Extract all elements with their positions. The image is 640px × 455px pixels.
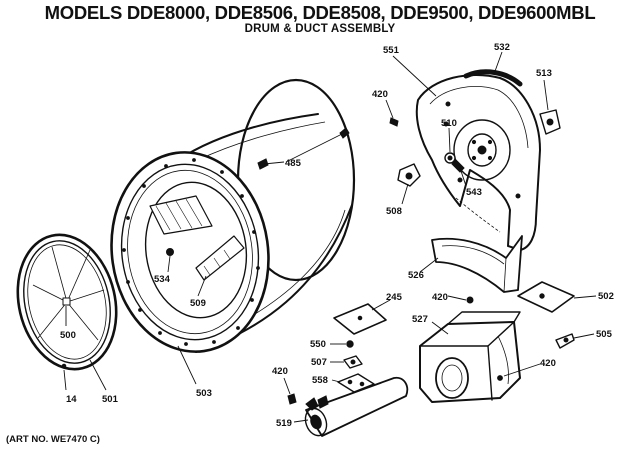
callout-513: 513 (536, 68, 552, 79)
door-seal-ring (16, 233, 118, 371)
diagram-title: MODELS DDE8000, DDE8506, DDE8508, DDE950… (44, 2, 596, 23)
callout-420-mid: 420 (432, 292, 448, 303)
callout-502: 502 (598, 291, 614, 302)
plate-245 (333, 303, 387, 335)
screw-420-bottom (287, 393, 297, 405)
screw-420-mid (466, 296, 474, 304)
clip-505 (555, 333, 575, 349)
duct-526 (431, 235, 523, 293)
callout-420-right: 420 (540, 358, 556, 369)
heater-plate-558 (337, 373, 375, 393)
clip-513 (539, 109, 561, 135)
callout-526: 526 (408, 270, 424, 281)
callout-505: 505 (596, 329, 613, 340)
blower-housing-527 (419, 311, 521, 403)
callout-503: 503 (196, 388, 212, 399)
callout-507: 507 (311, 357, 327, 368)
bracket-502 (517, 281, 575, 313)
screw-550 (346, 340, 354, 348)
callout-509: 509 (190, 298, 206, 309)
callout-558: 558 (312, 375, 328, 386)
callout-420-bottom: 420 (272, 366, 288, 377)
callout-245: 245 (386, 292, 403, 303)
callout-527: 527 (412, 314, 428, 325)
drum-rim-dots (122, 158, 260, 346)
screw-420-top (389, 117, 399, 127)
callout-510: 510 (441, 118, 457, 129)
callout-501: 501 (102, 394, 119, 405)
callout-519: 519 (276, 418, 292, 429)
art-number: (ART NO. WE7470 C) (6, 434, 100, 445)
rear-duct-bulkhead (415, 69, 541, 251)
part-508 (397, 163, 421, 187)
diagram-subtitle: DRUM & DUCT ASSEMBLY (244, 23, 396, 35)
callout-508: 508 (386, 206, 402, 217)
callout-14: 14 (66, 394, 77, 405)
callout-543: 543 (466, 187, 482, 198)
leader-lines (63, 51, 597, 423)
callout-534: 534 (154, 274, 171, 285)
dryer-drum (110, 78, 356, 353)
callout-485: 485 (285, 158, 302, 169)
callout-420-top: 420 (372, 89, 388, 100)
heater-tube-519 (304, 376, 409, 437)
callout-labels: 551 532 420 513 510 485 543 508 534 509 … (60, 42, 614, 429)
drum-rear-plate (32, 246, 105, 369)
thermostat-507 (343, 355, 363, 369)
callout-550: 550 (310, 339, 326, 350)
callout-500: 500 (60, 330, 76, 341)
callout-551: 551 (383, 45, 400, 56)
callout-532: 532 (494, 42, 510, 53)
